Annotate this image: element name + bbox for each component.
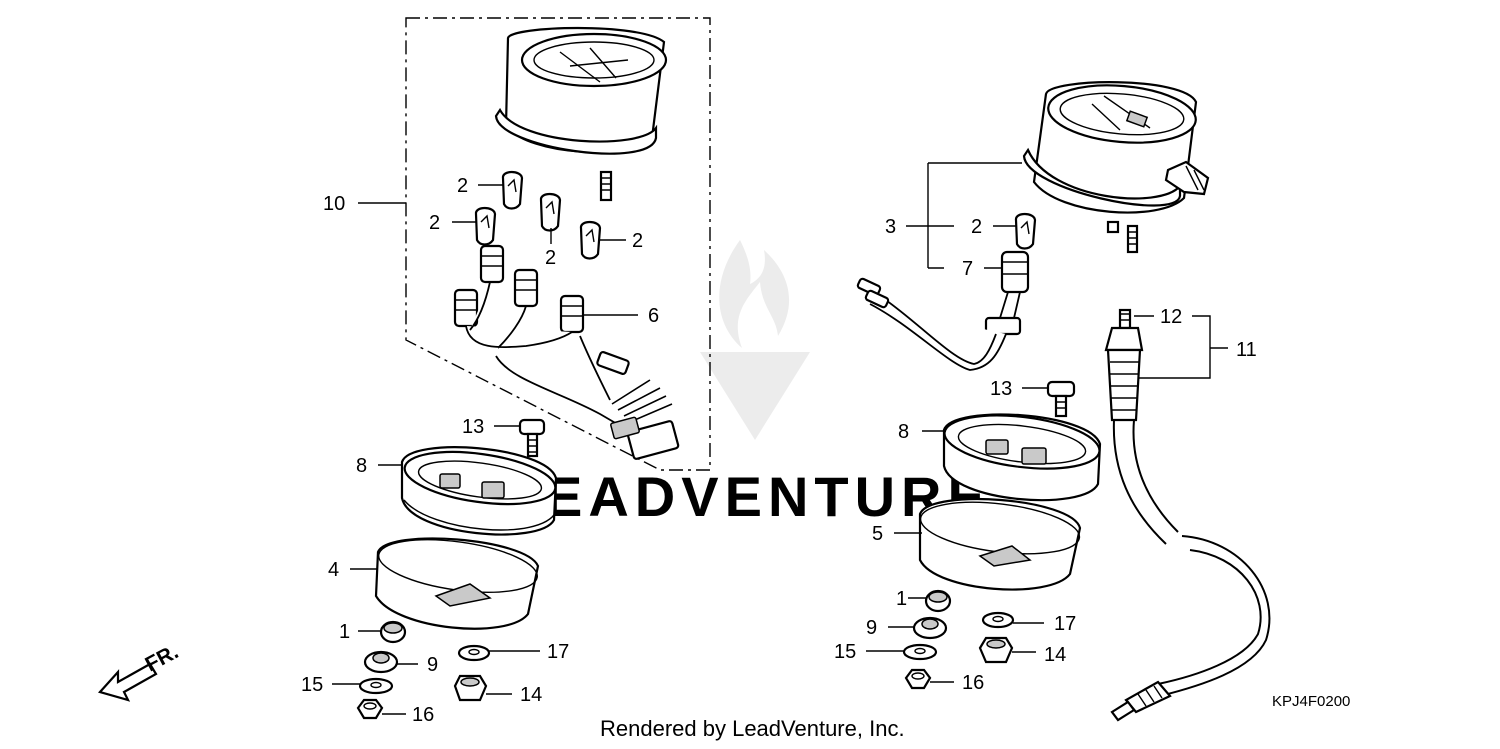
speedometer-cable — [1104, 308, 1271, 722]
callout-15: 15 — [301, 674, 323, 696]
callout-14: 14 — [1044, 644, 1066, 666]
footer-credit: Rendered by LeadVenture, Inc. — [600, 716, 905, 741]
callout-10: 10 — [323, 193, 345, 215]
callout-2: 2 — [971, 216, 982, 238]
callout-2: 2 — [457, 175, 468, 197]
front-direction-arrow — [98, 662, 158, 702]
callout-8: 8 — [898, 421, 909, 443]
washer-15-left — [358, 677, 394, 695]
nut-16-right — [904, 668, 932, 690]
callout-2: 2 — [429, 212, 440, 234]
callout-7: 7 — [962, 258, 973, 280]
callout-9: 9 — [866, 617, 877, 639]
meter-assembly-left — [494, 26, 668, 202]
washer-15-right — [902, 643, 938, 661]
callout-11: 11 — [1236, 339, 1257, 361]
callout-17: 17 — [547, 641, 569, 663]
callout-16: 16 — [962, 672, 984, 694]
screw-13-left — [518, 418, 546, 458]
callout-13: 13 — [462, 416, 484, 438]
callout-8: 8 — [356, 455, 367, 477]
callout-17: 17 — [1054, 613, 1076, 635]
screw-13-right — [1046, 380, 1076, 418]
bulb-right — [1014, 212, 1037, 250]
meter-cover-right — [918, 497, 1082, 591]
diagram-code: KPJ4F0200 — [1272, 693, 1350, 710]
callout-1: 1 — [339, 621, 350, 643]
callout-3: 3 — [885, 216, 896, 238]
bulb-left-a — [501, 170, 524, 210]
callout-leaders-right — [866, 162, 1228, 683]
meter-assembly-right — [1022, 81, 1210, 254]
nut-14-left — [453, 674, 488, 702]
nut-16-left — [356, 698, 384, 720]
callout-16: 16 — [412, 704, 434, 726]
callout-9: 9 — [427, 654, 438, 676]
callout-14: 14 — [520, 684, 542, 706]
callout-1: 1 — [896, 588, 907, 610]
callout-15: 15 — [834, 641, 856, 663]
meter-cover-left — [374, 537, 540, 630]
washer-17-left — [457, 644, 491, 662]
callout-4: 4 — [328, 559, 339, 581]
meter-case-left — [400, 446, 558, 536]
collar-9-left — [363, 650, 399, 674]
grommet-1-right — [924, 589, 952, 613]
bulb-left-c — [539, 192, 562, 232]
assembly-10-boundary — [405, 17, 711, 471]
callout-2: 2 — [632, 230, 643, 252]
bulb-left-d — [579, 220, 602, 260]
meter-case-right — [942, 413, 1102, 502]
callout-5: 5 — [872, 523, 883, 545]
callout-12: 12 — [1160, 306, 1182, 328]
callout-6: 6 — [648, 305, 659, 327]
watermark-logo — [700, 240, 810, 440]
washer-17-right — [981, 611, 1015, 629]
bulb-left-b — [474, 206, 497, 246]
collar-9-right — [912, 616, 948, 640]
grommet-1-left — [379, 620, 407, 644]
callout-2: 2 — [545, 247, 556, 269]
callout-leaders-left — [332, 184, 638, 715]
wire-harness-left — [453, 244, 680, 460]
socket-wire-right — [856, 250, 1030, 371]
watermark-text: EADVENTURE — [545, 465, 991, 528]
nut-14-right — [978, 636, 1014, 664]
callout-13: 13 — [990, 378, 1012, 400]
